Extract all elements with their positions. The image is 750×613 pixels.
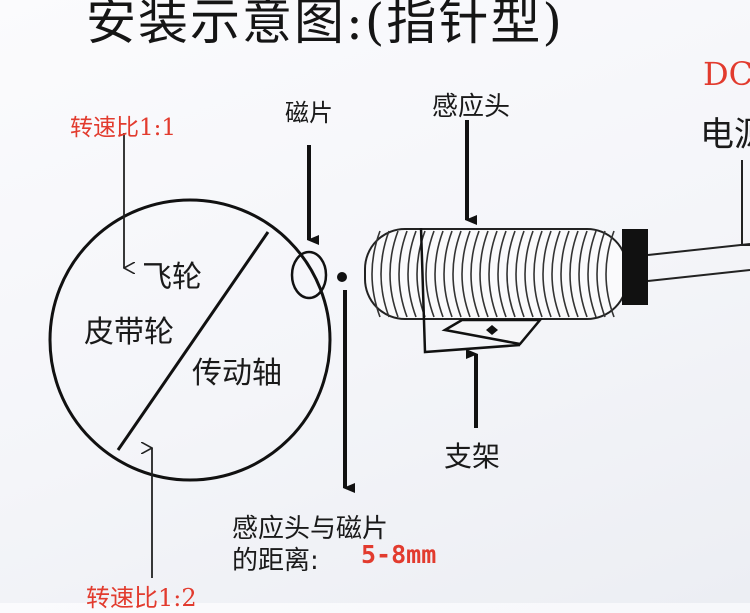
flywheel-label: 飞轮 xyxy=(142,260,202,295)
ratio-top-label: 转速比1:1 xyxy=(70,115,177,141)
distance-value: 5-8mm xyxy=(361,540,437,569)
thread-line xyxy=(596,230,606,318)
thread-line xyxy=(434,230,444,318)
sensor-head-label: 感应头 xyxy=(432,92,511,122)
dc-label: DC xyxy=(703,55,750,93)
thread-line xyxy=(551,230,561,318)
thread-line xyxy=(497,230,507,318)
thread-line xyxy=(587,230,597,318)
wheel-divider-line xyxy=(116,231,270,451)
cable-line-bottom xyxy=(647,269,750,282)
ratio-bottom-label: 转速比1:2 xyxy=(86,584,197,612)
thread-line xyxy=(461,230,471,318)
thread-line xyxy=(407,230,417,318)
belt-wheel-label: 皮带轮 xyxy=(84,315,174,350)
cable-line-top xyxy=(647,243,750,256)
thread-line xyxy=(542,230,552,318)
thread-line xyxy=(578,230,588,318)
sensor-end-cap xyxy=(622,229,648,305)
bracket-shape xyxy=(419,227,543,354)
magnet-ellipse xyxy=(290,250,328,300)
thread-line xyxy=(380,230,390,318)
power-label: 电源 xyxy=(700,115,750,155)
thread-line xyxy=(488,230,498,318)
distance-label-line1: 感应头与磁片 xyxy=(232,514,389,544)
distance-label-line2: 的距离: xyxy=(232,546,319,576)
thread-line xyxy=(452,230,462,318)
thread-line xyxy=(524,230,534,318)
thread-line xyxy=(506,230,516,318)
wheel-circle xyxy=(48,198,332,482)
magnet-dot xyxy=(337,272,347,282)
thread-line xyxy=(533,230,543,318)
power-box-edge xyxy=(741,160,750,246)
magnet-label: 磁片 xyxy=(285,99,333,127)
sensor-body xyxy=(364,228,750,320)
thread-line xyxy=(389,230,399,318)
page-title: 安装示意图:(指针型) xyxy=(86,0,564,51)
bracket-label: 支架 xyxy=(444,440,501,473)
thread-line xyxy=(560,230,570,318)
drive-shaft-label: 传动轴 xyxy=(192,356,282,391)
thread-line xyxy=(443,230,453,318)
thread-line xyxy=(470,230,480,318)
thread-line xyxy=(479,230,489,318)
thread-line xyxy=(569,230,579,318)
thread-line xyxy=(398,230,408,318)
thread-line xyxy=(515,230,525,318)
thread-line xyxy=(605,230,615,318)
thread-line xyxy=(371,230,381,318)
thread-line xyxy=(425,230,435,318)
